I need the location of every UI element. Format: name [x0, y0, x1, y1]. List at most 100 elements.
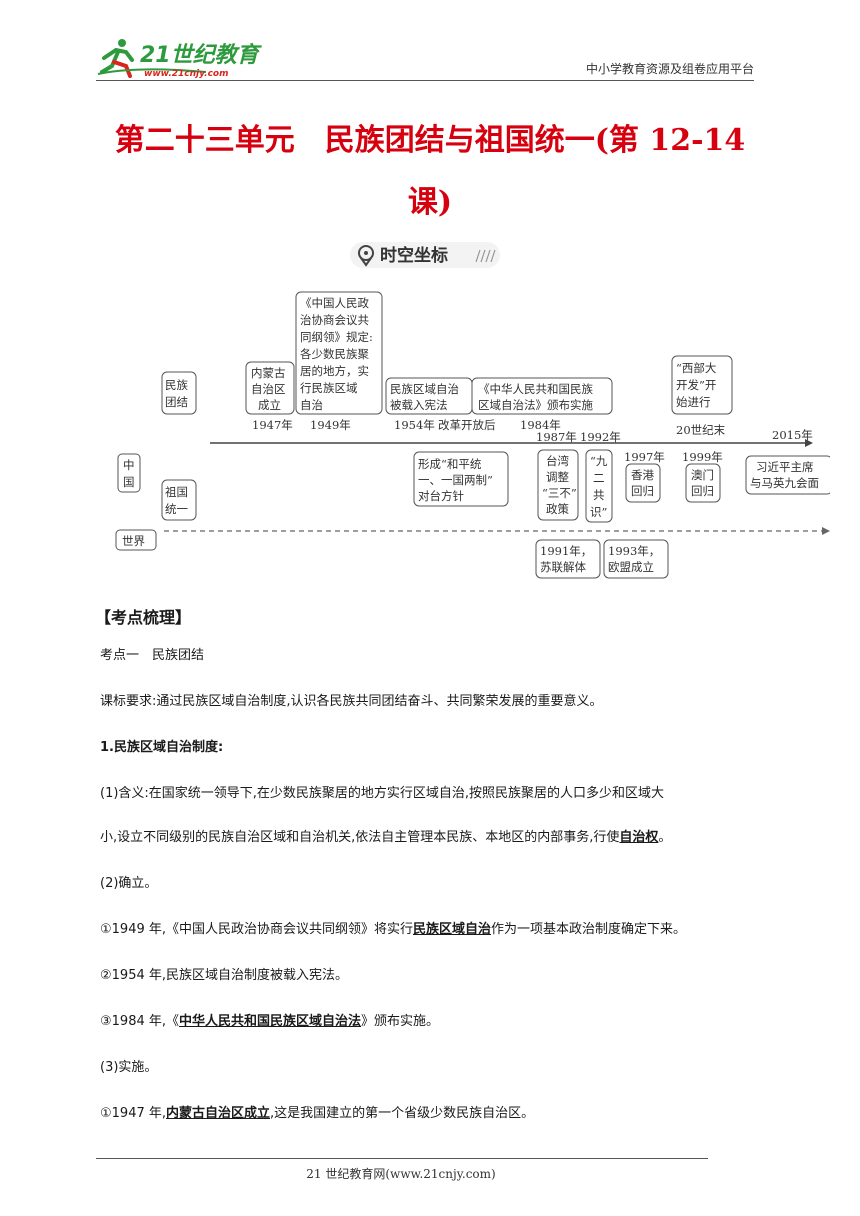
establishment-item-1: ①1949 年,《中国人民政治协商会议共同纲领》将实行民族区域自治作为一项基本政… [100, 922, 687, 937]
svg-text:习近平主席: 习近平主席 [756, 460, 814, 474]
svg-text:各少数民族聚: 各少数民族聚 [300, 347, 369, 361]
svg-text:与马英九会面: 与马英九会面 [750, 476, 819, 490]
event-box-constitution: 民族区域自治 被载入宪法 [385, 377, 473, 415]
timeline-heading: 时空坐标 [350, 242, 500, 268]
event-box-xi-ma-meeting: 习近平主席 与马英九会面 [745, 455, 833, 495]
label-china-1: 中 [123, 458, 135, 472]
svg-text:行民族区域: 行民族区域 [300, 381, 358, 395]
label-world: 世界 [122, 534, 145, 548]
point-heading: 考点一 民族团结 [100, 648, 205, 663]
axis-label: 1949年 [310, 418, 351, 432]
svg-text:一、一国两制”: 一、一国两制” [418, 473, 493, 487]
svg-text:内蒙古: 内蒙古 [251, 366, 286, 380]
keyword-autonomy-law: 中华人民共和国民族区域自治法 [179, 1014, 362, 1029]
page-title-line2: 课) [407, 185, 453, 220]
svg-text:回归: 回归 [631, 484, 654, 498]
keyword-inner-mongolia: 内蒙古自治区成立 [166, 1106, 271, 1121]
svg-text:治协商会议共: 治协商会议共 [300, 313, 369, 327]
timeline-diagram: 时空坐标 民族 团结 中 国 祖国 统一 世界 内蒙古 自治区 成立 《中国人民… [110, 236, 833, 586]
svg-text:同纲领》规定:: 同纲领》规定: [300, 330, 373, 344]
svg-text:1993年，: 1993年， [608, 544, 660, 558]
implementation-item-1: ①1947 年,内蒙古自治区成立,这是我国建立的第一个省级少数民族自治区。 [100, 1106, 535, 1121]
event-box-hongkong-return: 香港 回归 [625, 463, 661, 503]
header-divider [96, 80, 754, 81]
svg-text:民族区域自治: 民族区域自治 [390, 382, 459, 396]
axis-label: 1999年 [682, 450, 723, 464]
event-box-inner-mongolia: 内蒙古 自治区 成立 [245, 361, 295, 415]
svg-text:《中国人民政: 《中国人民政 [300, 296, 369, 310]
establishment-item-3: ③1984 年,《中华人民共和国民族区域自治法》颁布实施。 [100, 1014, 440, 1029]
label-box-world [115, 529, 157, 551]
axis-label: 改革开放后 [438, 418, 496, 432]
label-unity-2: 团结 [165, 395, 188, 409]
svg-text:自治区: 自治区 [251, 382, 286, 396]
label-box-unity [161, 371, 197, 415]
svg-text:区域自治法》颁布实施: 区域自治法》颁布实施 [478, 398, 593, 412]
svg-text:“西部大: “西部大 [676, 361, 717, 375]
svg-text:开发”开: 开发”开 [676, 378, 716, 392]
axis-label: 2015年 [772, 428, 813, 442]
event-box-common-program: 《中国人民政 治协商会议共 同纲领》规定: 各少数民族聚 居的地方，实 行民族区… [295, 291, 383, 415]
svg-text:苏联解体: 苏联解体 [540, 560, 586, 574]
subsection-heading: 1.民族区域自治制度: [100, 740, 224, 755]
svg-text:“三不”: “三不” [542, 486, 577, 500]
svg-text:成立: 成立 [258, 398, 281, 412]
logo-url: www.21cnjy.com [144, 69, 229, 78]
runner-icon [97, 39, 207, 78]
label-unity-1: 民族 [165, 378, 188, 392]
axis-label: 20世纪末 [676, 423, 726, 437]
label-box-reunify [161, 479, 197, 521]
label-reunify-1: 祖国 [165, 485, 188, 499]
arrow-right-icon [805, 439, 813, 447]
svg-text:调整: 调整 [546, 470, 569, 484]
svg-text:形成“和平统: 形成“和平统 [418, 457, 482, 471]
footer-divider [96, 1158, 708, 1159]
event-box-ussr-dissolution: 1991年， 苏联解体 [535, 539, 601, 579]
establishment-heading: (2)确立。 [100, 876, 158, 891]
label-reunify-2: 统一 [165, 502, 188, 516]
event-box-macao-return: 澳门 回归 [685, 463, 721, 503]
event-box-autonomy-law: 《中华人民共和国民族 区域自治法》颁布实施 [471, 377, 613, 415]
svg-text:自治: 自治 [300, 398, 323, 412]
keyword-autonomy-right: 自治权 [619, 830, 659, 845]
svg-text:“九: “九 [590, 454, 608, 468]
header-platform-text: 中小学教育资源及组卷应用平台 [585, 62, 754, 76]
implementation-heading: (3)实施。 [100, 1060, 158, 1075]
location-pin-icon [358, 245, 374, 267]
logo-text: 21世纪教育 [140, 42, 263, 68]
page-title-line1: 第二十三单元 民族团结与祖国统一(第 12-14 [114, 123, 746, 158]
svg-text:香港: 香港 [631, 468, 654, 482]
axis-label: 1997年 [624, 450, 665, 464]
svg-text:居的地方，实: 居的地方，实 [300, 364, 369, 378]
arrow-right-icon [822, 527, 830, 535]
svg-text:政策: 政策 [546, 502, 569, 516]
svg-text:1991年，: 1991年， [540, 544, 592, 558]
timeline-heading-text: 时空坐标 [380, 245, 448, 266]
axis-label: 1987年 [536, 430, 577, 444]
svg-text:二: 二 [593, 471, 605, 485]
label-china-2: 国 [123, 475, 135, 489]
svg-text:澳门: 澳门 [691, 468, 714, 482]
footer-text: 21 世纪教育网(www.21cnjy.com) [306, 1167, 496, 1181]
svg-text:始进行: 始进行 [676, 395, 711, 409]
event-box-1992-consensus: “九 二 共 识” [585, 449, 613, 523]
event-box-three-nos: 台湾 调整 “三不” 政策 [537, 449, 579, 521]
main-content: 【考点梳理】 考点一 民族团结 课标要求:通过民族区域自治制度,认识各民族共同团… [95, 604, 770, 1150]
keyword-regional-autonomy: 民族区域自治 [413, 922, 492, 937]
svg-text:被载入宪法: 被载入宪法 [390, 398, 448, 412]
svg-text:台湾: 台湾 [546, 454, 569, 468]
axis-label: 1992年 [580, 430, 621, 444]
svg-text:对台方针: 对台方针 [418, 489, 464, 503]
svg-text:欧盟成立: 欧盟成立 [608, 560, 654, 574]
curriculum-requirement: 课标要求:通过民族区域自治制度,认识各民族共同团结奋斗、共同繁荣发展的重要意义。 [100, 694, 603, 709]
axis-label: 1984年 [520, 418, 561, 432]
event-box-peaceful-reunification: 形成“和平统 一、一国两制” 对台方针 [413, 451, 509, 507]
establishment-item-2: ②1954 年,民族区域自治制度被载入宪法。 [100, 968, 349, 983]
svg-text:共: 共 [593, 488, 605, 502]
site-logo: 21世纪教育 www.21cnjy.com [96, 36, 266, 79]
event-box-eu-founded: 1993年， 欧盟成立 [603, 539, 669, 579]
svg-text:回归: 回归 [691, 484, 714, 498]
svg-text:识”: 识” [590, 505, 607, 519]
definition-paragraph: (1)含义:在国家统一领导下,在少数民族聚居的地方实行区域自治,按照民族聚居的人… [100, 786, 672, 845]
axis-label: 1954年 [394, 418, 435, 432]
